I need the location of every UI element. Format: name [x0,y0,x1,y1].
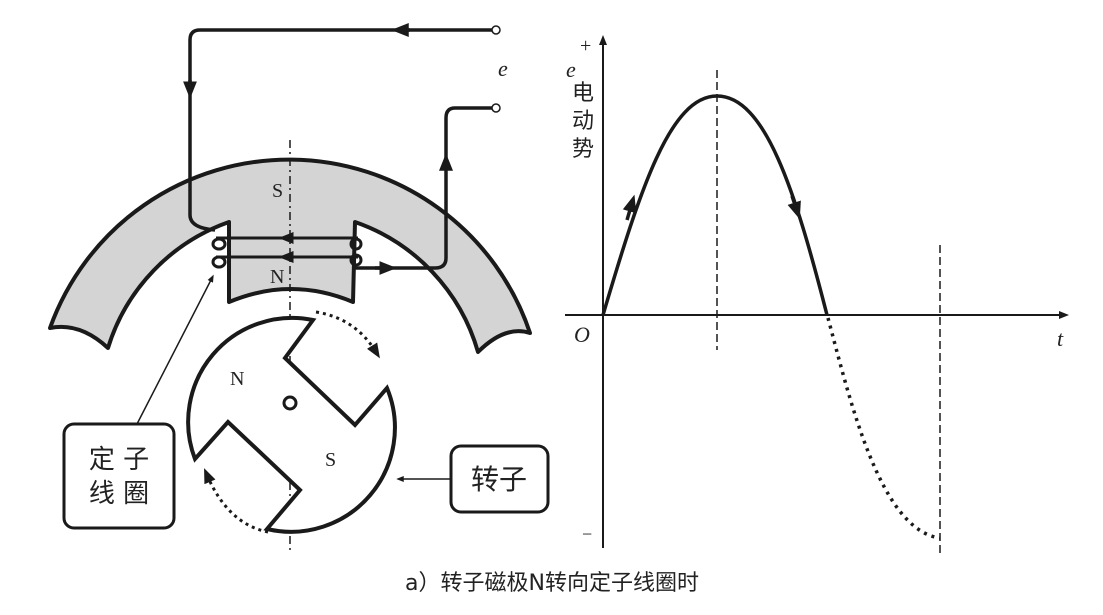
wire-input [188,28,492,232]
y-axis-label-char-1: 电 [572,81,594,106]
y-axis-var: e [566,57,576,82]
emf-terminal-label: e [498,56,508,81]
plus-sign: + [580,35,591,57]
stator-pole-n-label: N [270,266,284,288]
stator-coil-pointer [136,274,214,425]
emf-curve-arrow-down [787,195,801,220]
rotor-label-box [449,444,550,514]
stator-coil-label-line2: 线 圈 [89,479,149,509]
rotor-pole-s-label: S [325,449,336,471]
rotor-label: 转子 [471,463,527,496]
rotor [186,315,397,534]
emf-curve-negative-dotted [826,317,941,540]
emf-graph: + − e 电 动 势 O t [565,35,1069,555]
wire-output [355,106,492,270]
rotor-pole-n-label: N [230,368,244,390]
rotation-arrow-top [315,310,380,359]
minus-sign: − [582,524,592,544]
emf-curve-arrow-up [622,194,637,221]
stator-coil-label-box [62,422,176,530]
y-axis-label-char-2: 动 [572,109,594,134]
stator-coil-label-line1: 定 子 [89,445,149,475]
rotor-shaft [282,395,298,411]
x-axis-label: t [1057,326,1064,351]
y-axis-label-char-3: 势 [572,137,594,162]
origin-label: O [574,322,590,347]
terminal-top [491,25,501,35]
rotation-arrow-bottom [204,468,269,534]
stator-pole-s-label: S [272,180,283,202]
figure-caption: a）转子磁极N转向定子线圈时 [405,571,699,596]
terminal-bottom [491,103,501,113]
